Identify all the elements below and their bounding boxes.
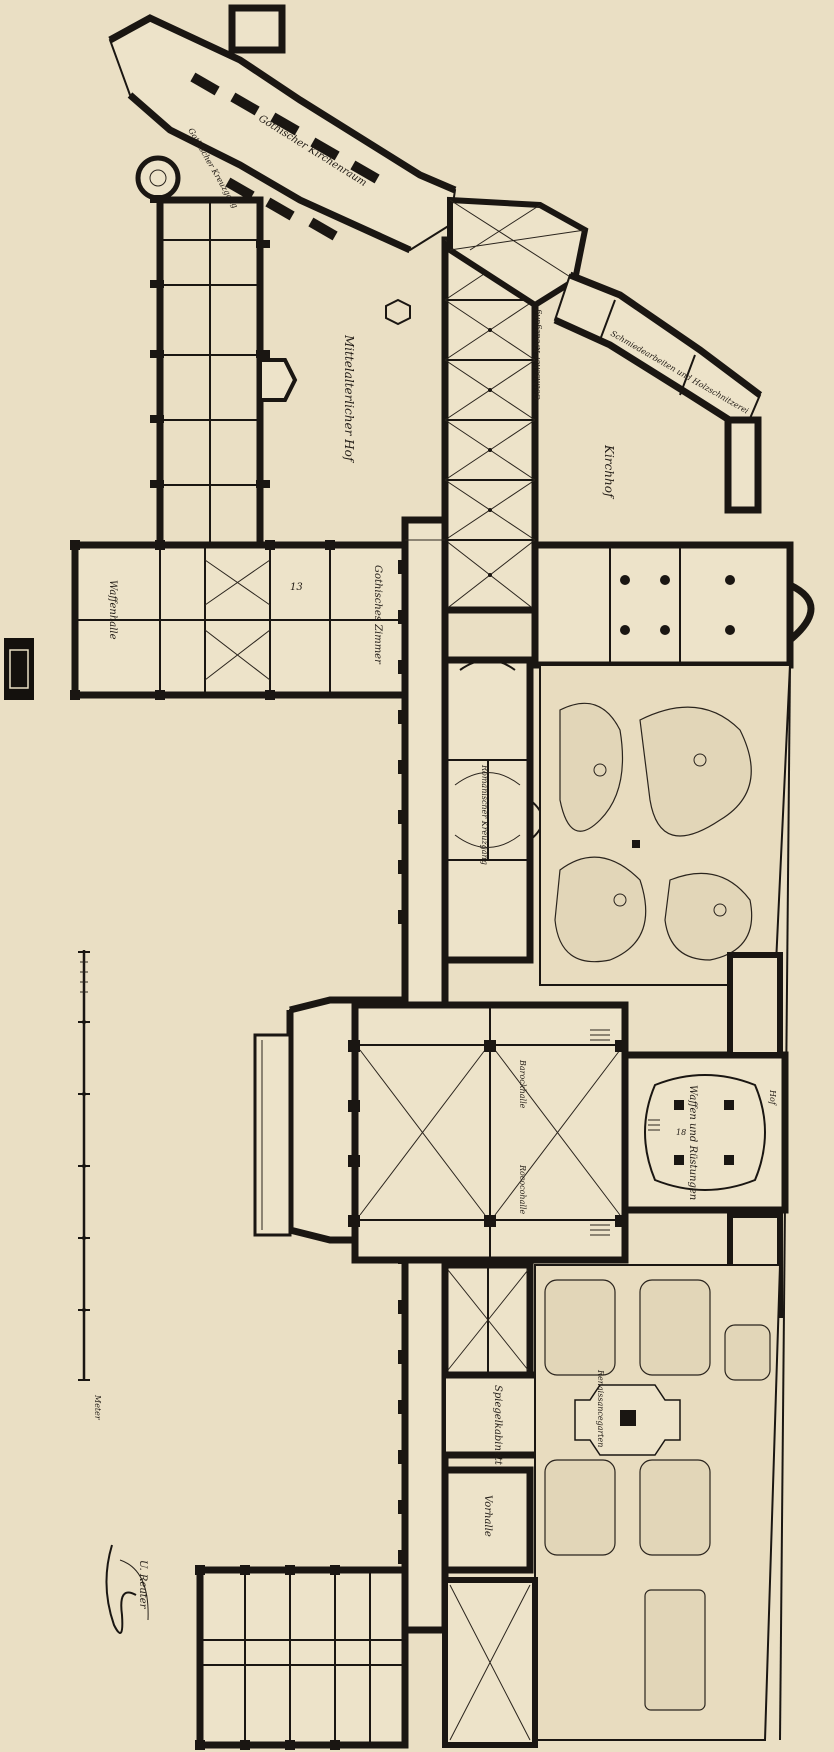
gothic-room-label: Gothisches Zimmer <box>372 565 383 665</box>
landscape-garden <box>539 664 792 986</box>
west-cross-wing <box>70 540 429 700</box>
romanesque-cloister <box>441 656 544 964</box>
north-west-wing <box>150 195 270 549</box>
lower-east-rooms <box>441 1261 564 1574</box>
mirror-gallery-label: Spiegelkabinett <box>492 1385 503 1466</box>
room-13-label: 13 <box>290 582 303 593</box>
renaissance-garden <box>534 1264 782 1741</box>
south-west-wing <box>195 1565 409 1750</box>
stair-tower <box>135 155 181 201</box>
medieval-court-label: Mittelalterlicher Hof <box>342 334 356 464</box>
east-boundary-wall <box>779 664 791 1741</box>
rococo-hall-label: Rococohalle <box>518 1164 527 1214</box>
small-court-label: Kirchhof <box>602 444 616 500</box>
baroque-hall-label: Barockhalle <box>518 1059 527 1109</box>
gothic-church-wing <box>108 4 457 254</box>
black-block-inner <box>9 649 29 689</box>
signature-mark <box>105 1544 149 1634</box>
bay-window <box>258 358 298 402</box>
well-icon <box>385 298 411 326</box>
black-block-marker <box>4 638 34 700</box>
scale-bar <box>78 950 90 1381</box>
armory-label: Waffenhalle <box>107 580 118 640</box>
gothic-cloister-label: Gothischer Kreuzgang <box>533 309 542 400</box>
grand-staircase <box>590 1029 610 1236</box>
weapons-hall <box>621 1051 789 1214</box>
vestibule-label: Vorhalle <box>482 1495 493 1537</box>
gothic-cloister <box>441 236 539 614</box>
court-label: Hof <box>768 1089 777 1107</box>
romanesque-cloister-label: Romanischer Kreuzgang <box>480 764 489 865</box>
renaissance-garden-label: Renaissancegarten <box>596 1369 605 1447</box>
north-east-wing <box>553 271 763 514</box>
courtyard-box-upper <box>727 952 783 1058</box>
weapons-armor-label: Waffen und Rüstungen <box>687 1085 698 1200</box>
central-hall <box>253 996 629 1264</box>
east-chapel <box>531 541 815 669</box>
scale-unit-label: Meter <box>93 1394 102 1421</box>
signature-text: U. Reuter <box>137 1560 148 1610</box>
room-18-label: 18 <box>676 1128 686 1137</box>
